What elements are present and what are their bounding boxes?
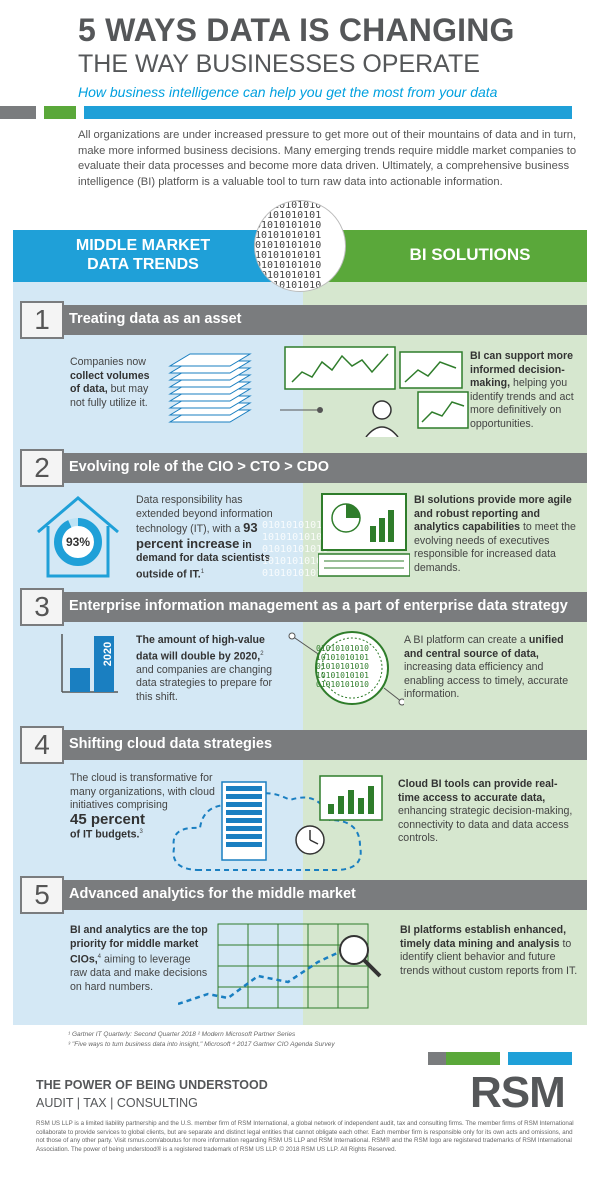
- cloud-server-icon: [172, 775, 383, 871]
- data-stack-icon: [168, 353, 252, 423]
- footer-blue-bar: [508, 1052, 572, 1065]
- binary-circle: 01010101010 10101010101 01010101010 1010…: [254, 200, 346, 292]
- section-5-number: 5: [20, 876, 64, 914]
- house-icon: [37, 496, 119, 578]
- green-bar: [44, 106, 76, 119]
- analytics-dashboard-icon: [280, 346, 469, 437]
- unified-data-network-icon: [288, 631, 404, 706]
- section-2-number: 2: [20, 449, 64, 487]
- section-2-header: Evolving role of the CIO > CTO > CDO: [55, 453, 587, 483]
- analytics-grid-magnifier-icon: [178, 923, 382, 1009]
- section-4-header: Shifting cloud data strategies: [55, 730, 587, 760]
- section-1-left-text: Companies now collect volumes of data, b…: [70, 356, 150, 409]
- year-2020-label: 2020: [102, 641, 114, 667]
- section-4-number: 4: [20, 726, 64, 764]
- stat-93-percent: 93%: [65, 535, 91, 549]
- binary-background: 01010101010 10101010101 01010101010 1010…: [262, 520, 329, 579]
- computer-chart-icon: [318, 493, 410, 577]
- section-2-right-text: BI solutions provide more agile and robu…: [414, 494, 576, 574]
- section-1-number: 1: [20, 301, 64, 339]
- footnotes: ¹ Gartner IT Quarterly: Second Quarter 2…: [68, 1031, 335, 1048]
- page-title: 5 WAYS DATA IS CHANGING: [78, 12, 515, 48]
- blue-bar: [84, 106, 572, 119]
- left-column-title: MIDDLE MARKET DATA TRENDS: [75, 237, 211, 273]
- section-5-right-text: BI platforms establish enhanced, timely …: [400, 924, 578, 977]
- section-2-left-text: Data responsibility has extended beyond …: [136, 494, 273, 581]
- section-3-right-text: A BI platform can create a unified and c…: [404, 634, 569, 700]
- gray-bar: [0, 106, 36, 119]
- intro-paragraph: All organizations are under increased pr…: [78, 129, 577, 188]
- section-3-left-text: The amount of high-value data will doubl…: [136, 634, 273, 703]
- page-title-line2: THE WAY BUSINESSES OPERATE: [78, 50, 480, 78]
- legal-text: RSM US LLP is a limited liability partne…: [36, 1120, 574, 1153]
- section-5-left-text: BI and analytics are the top priority fo…: [70, 924, 208, 993]
- right-column-title: BI SOLUTIONS: [409, 245, 531, 264]
- binary-globe-text: 01010101010 10101010101 01010101010 1010…: [316, 644, 369, 689]
- section-1-right-text: BI can support more informed decision-ma…: [470, 350, 574, 430]
- section-4-right-text: Cloud BI tools can provide real-time acc…: [398, 778, 573, 844]
- services-line: AUDIT | TAX | CONSULTING: [36, 1096, 198, 1110]
- section-3-header: Enterprise information management as a p…: [55, 592, 587, 622]
- section-5-header: Advanced analytics for the middle market: [55, 880, 587, 910]
- data-growth-bar-chart: [61, 634, 118, 693]
- rsm-logo: RSM: [470, 1068, 566, 1117]
- footer-green-bar: [446, 1052, 500, 1065]
- section-3-number: 3: [20, 588, 64, 626]
- section-1-header: Treating data as an asset: [55, 305, 587, 335]
- tagline: THE POWER OF BEING UNDERSTOOD: [36, 1078, 268, 1092]
- section-4-left-text: The cloud is transformative for many org…: [70, 772, 215, 841]
- page-subtitle: How business intelligence can help you g…: [78, 84, 498, 100]
